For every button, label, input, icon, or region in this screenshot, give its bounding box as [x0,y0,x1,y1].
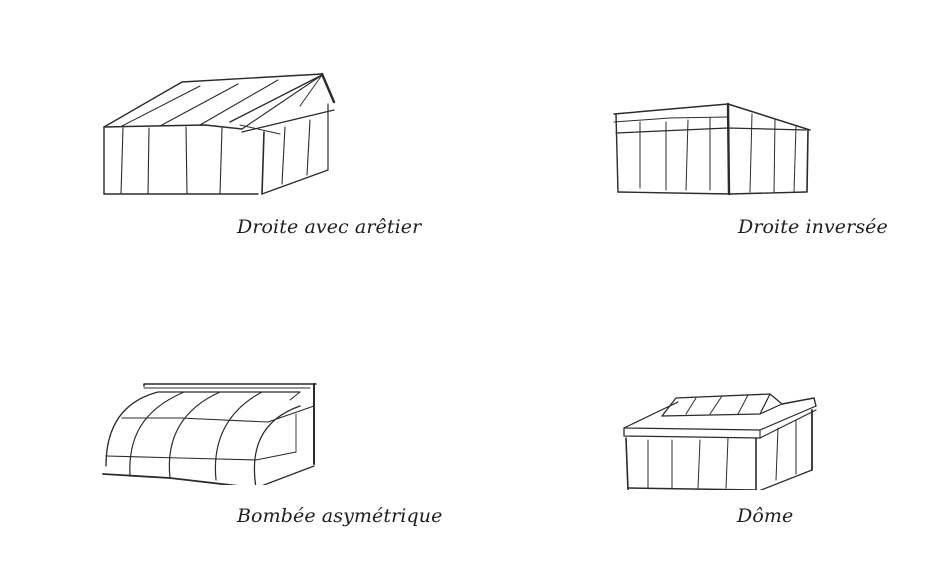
veranda-inverted-roof-icon [613,102,811,196]
sketch-dome [610,380,820,490]
sketch-droite-avec-aretier [100,70,340,200]
caption-bombee-asymetrique: Bombée asymétrique [237,505,443,527]
caption-droite-inversee: Droite inversée [738,216,888,238]
veranda-curved-roof-icon [102,383,317,485]
sketch-bombee-asymetrique [100,380,325,485]
caption-dome: Dôme [737,505,794,527]
sketch-droite-inversee [610,100,815,200]
caption-droite-avec-aretier: Droite avec arêtier [237,216,422,238]
veranda-dome-roof-icon [623,393,817,490]
veranda-gable-hip-icon [103,72,336,195]
